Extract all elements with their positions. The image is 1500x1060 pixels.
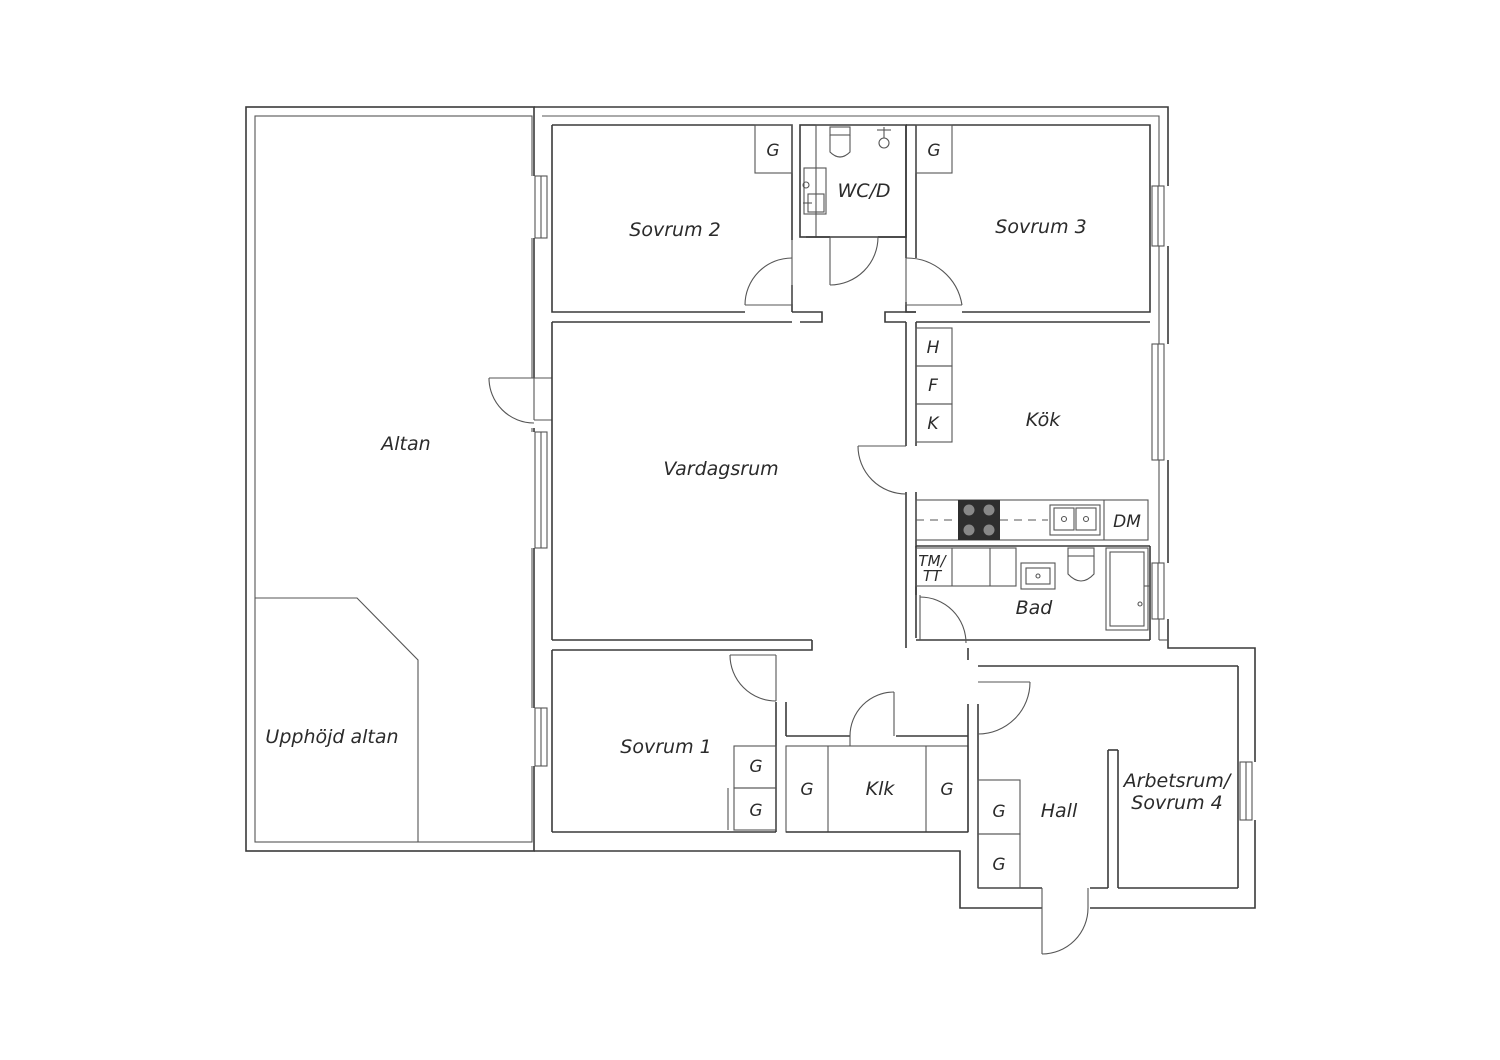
label-sovrum-1: Sovrum 1: [620, 736, 711, 758]
label-sovrum-4: Sovrum 4: [1131, 792, 1222, 814]
label-g-sovrum3: G: [927, 141, 940, 161]
label-tt: TT: [923, 567, 943, 585]
label-g-klk-right: G: [940, 780, 953, 800]
label-h: H: [927, 338, 940, 358]
label-g-sovrum2: G: [766, 141, 779, 161]
room-bad: [915, 546, 1151, 644]
label-g-klk-left: G: [800, 780, 813, 800]
room-hall: [967, 648, 1239, 955]
windows: [531, 175, 1258, 821]
room-sovrum-3: [884, 124, 1151, 323]
label-klk: Klk: [866, 778, 896, 800]
label-g-sovrum1-a: G: [749, 757, 762, 777]
label-k: K: [927, 414, 940, 434]
label-upphojd-altan: Upphöjd altan: [265, 726, 398, 748]
label-wcd: WC/D: [837, 180, 890, 202]
room-kok: [857, 322, 1150, 648]
label-tm: TM/: [918, 552, 947, 570]
room-sovrum-2: [551, 124, 823, 323]
label-g-sovrum1-b: G: [749, 801, 762, 821]
label-vardagsrum: Vardagsrum: [663, 458, 778, 480]
label-sovrum-2: Sovrum 2: [629, 219, 720, 241]
label-arbetsrum: Arbetsrum/: [1122, 770, 1233, 792]
raised-deck-outline: [255, 597, 419, 842]
room-klk: [785, 691, 969, 833]
label-f: F: [928, 376, 938, 396]
label-g-hall-b: G: [992, 855, 1005, 875]
room-sovrum-1: [552, 654, 850, 833]
label-kok: Kök: [1026, 409, 1061, 431]
room-vardagsrum: [551, 322, 813, 832]
label-hall: Hall: [1041, 800, 1078, 822]
label-altan: Altan: [379, 433, 430, 455]
room-wcd: [799, 124, 907, 286]
label-sovrum-3: Sovrum 3: [995, 216, 1086, 238]
label-bad: Bad: [1016, 597, 1054, 619]
balcony-door: [488, 377, 555, 428]
label-dm: DM: [1113, 512, 1141, 532]
label-g-hall-a: G: [992, 802, 1005, 822]
